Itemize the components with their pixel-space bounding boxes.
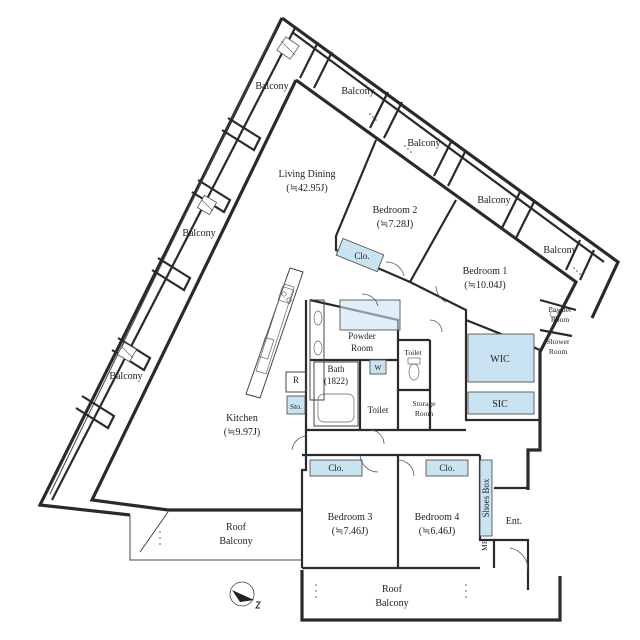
toilet-label: Toilet: [404, 348, 422, 357]
shower-room-line1: Shower: [547, 337, 570, 346]
bath-fixtures: [313, 310, 559, 427]
living-dining-area: (≒42.95J): [286, 183, 327, 194]
closet-label: Clo.: [439, 463, 454, 473]
storage-room-line1: Storage: [413, 399, 437, 408]
kitchen-fixtures: [245, 267, 325, 415]
toilet-label: Toilet: [368, 405, 389, 415]
kitchen-area: (≒9.97J): [224, 427, 260, 438]
balcony-label: Balcony: [182, 228, 215, 239]
powder-room-line1: Powder: [348, 331, 376, 341]
bath-room-box: [313, 361, 359, 427]
sic-label: SIC: [492, 399, 508, 410]
living-dining-name: Living Dining: [279, 169, 336, 180]
powder-room-small-line1: Powder: [549, 305, 572, 314]
refrigerator-label: R: [293, 375, 299, 385]
bath-size: (1822): [324, 376, 348, 386]
balcony-label: Balcony: [341, 86, 374, 97]
bedroom2-area: (≒7.28J): [377, 219, 413, 230]
balcony-label: Balcony: [109, 371, 142, 382]
balcony-railings: [37, 16, 621, 517]
powder-room-line2: Room: [351, 343, 373, 353]
toilet-icon: [408, 363, 420, 381]
bathtub-icon: [317, 393, 355, 423]
roof-label: Roof: [226, 522, 247, 533]
balcony-label: Balcony: [407, 138, 440, 149]
closet-label: Clo.: [354, 251, 369, 261]
wic-label: WIC: [490, 354, 510, 365]
storage-closet: [286, 395, 306, 415]
room-labels: Balcony Balcony Balcony Balcony Balcony …: [109, 81, 576, 609]
bedroom3-name: Bedroom 3: [328, 512, 373, 523]
bedroom4-name: Bedroom 4: [415, 512, 460, 523]
bedroom1-name: Bedroom 1: [463, 266, 508, 277]
closets: [309, 237, 535, 537]
powder-room-small-line2: Room: [551, 315, 570, 324]
washer-label: W: [374, 363, 382, 372]
kitchen-name: Kitchen: [226, 413, 258, 424]
storage-label: Sto.: [290, 402, 302, 411]
roof-label: Roof: [382, 584, 403, 595]
balcony-label: Balcony: [219, 536, 252, 547]
doors: [291, 261, 529, 571]
bedroom1-area: (≒10.04J): [464, 280, 505, 291]
bath-name: Bath: [328, 364, 345, 374]
balcony-label: Balcony: [543, 245, 576, 256]
entrance-label: Ent.: [506, 516, 522, 527]
balcony-label: Balcony: [477, 195, 510, 206]
balcony-label: Balcony: [255, 81, 288, 92]
bedroom4-area: (≒6.46J): [419, 526, 455, 537]
sink-icon: [549, 310, 559, 318]
bedroom2-name: Bedroom 2: [373, 205, 418, 216]
north-arrow-icon: [229, 581, 261, 609]
storage-room-line2: Room: [415, 409, 434, 418]
hatch-marks: [159, 113, 581, 598]
closet-label: Clo.: [328, 463, 343, 473]
meter-box-label: MB: [480, 539, 489, 551]
refrigerator: [285, 371, 307, 393]
shower-room-line2: Room: [549, 347, 568, 356]
bedroom3-area: (≒7.46J): [332, 526, 368, 537]
balcony-label: Balcony: [375, 598, 408, 609]
shoes-box-label: Shoes Box: [481, 478, 491, 517]
